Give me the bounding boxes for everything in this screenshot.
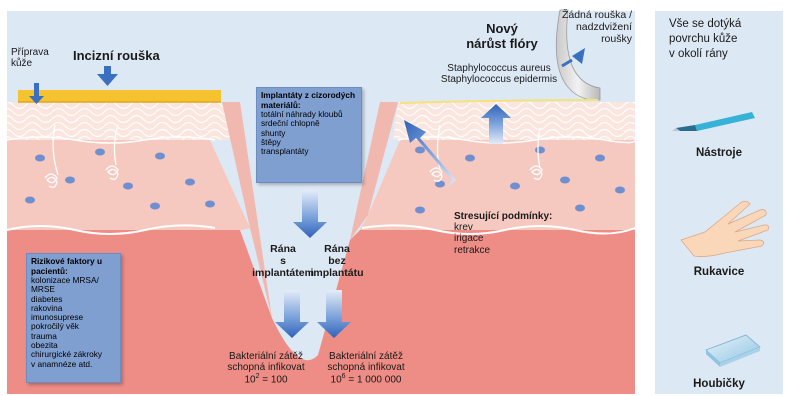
risk-box: Rizikové faktory u pacientů: kolonizace … [26,253,121,383]
risk-box-title: Rizikové faktory u pacientů: [31,257,116,276]
implant-box-title: Implantáty z cizorodých materiálů: [261,91,357,110]
stress-item: krev [454,222,552,233]
risk-item: v anamnéze atd. [31,360,116,369]
stress-item: irigace [454,233,552,244]
incise-drape [18,90,221,102]
side-panel-bg [655,11,783,394]
stress-title: Stresující podmínky: [454,211,552,222]
drape-arrow-shaft [104,66,111,75]
stress-item: retrakce [454,245,552,256]
prep-arrow-shaft [34,83,39,97]
stress-conditions: Stresující podmínky: krev irigace retrak… [454,211,552,256]
label-nastroje: Nástroje [655,147,783,160]
epidermis-right [393,102,635,140]
label-houbicky: Houbičky [655,378,783,391]
implant-box: Implantáty z cizorodých materiálů: totál… [256,87,362,183]
label-rukavice: Rukavice [655,266,783,279]
implant-item: transplantáty [261,147,357,156]
label-incizni-rouska: Incizní rouška [73,49,160,64]
epidermis-left [7,102,232,140]
